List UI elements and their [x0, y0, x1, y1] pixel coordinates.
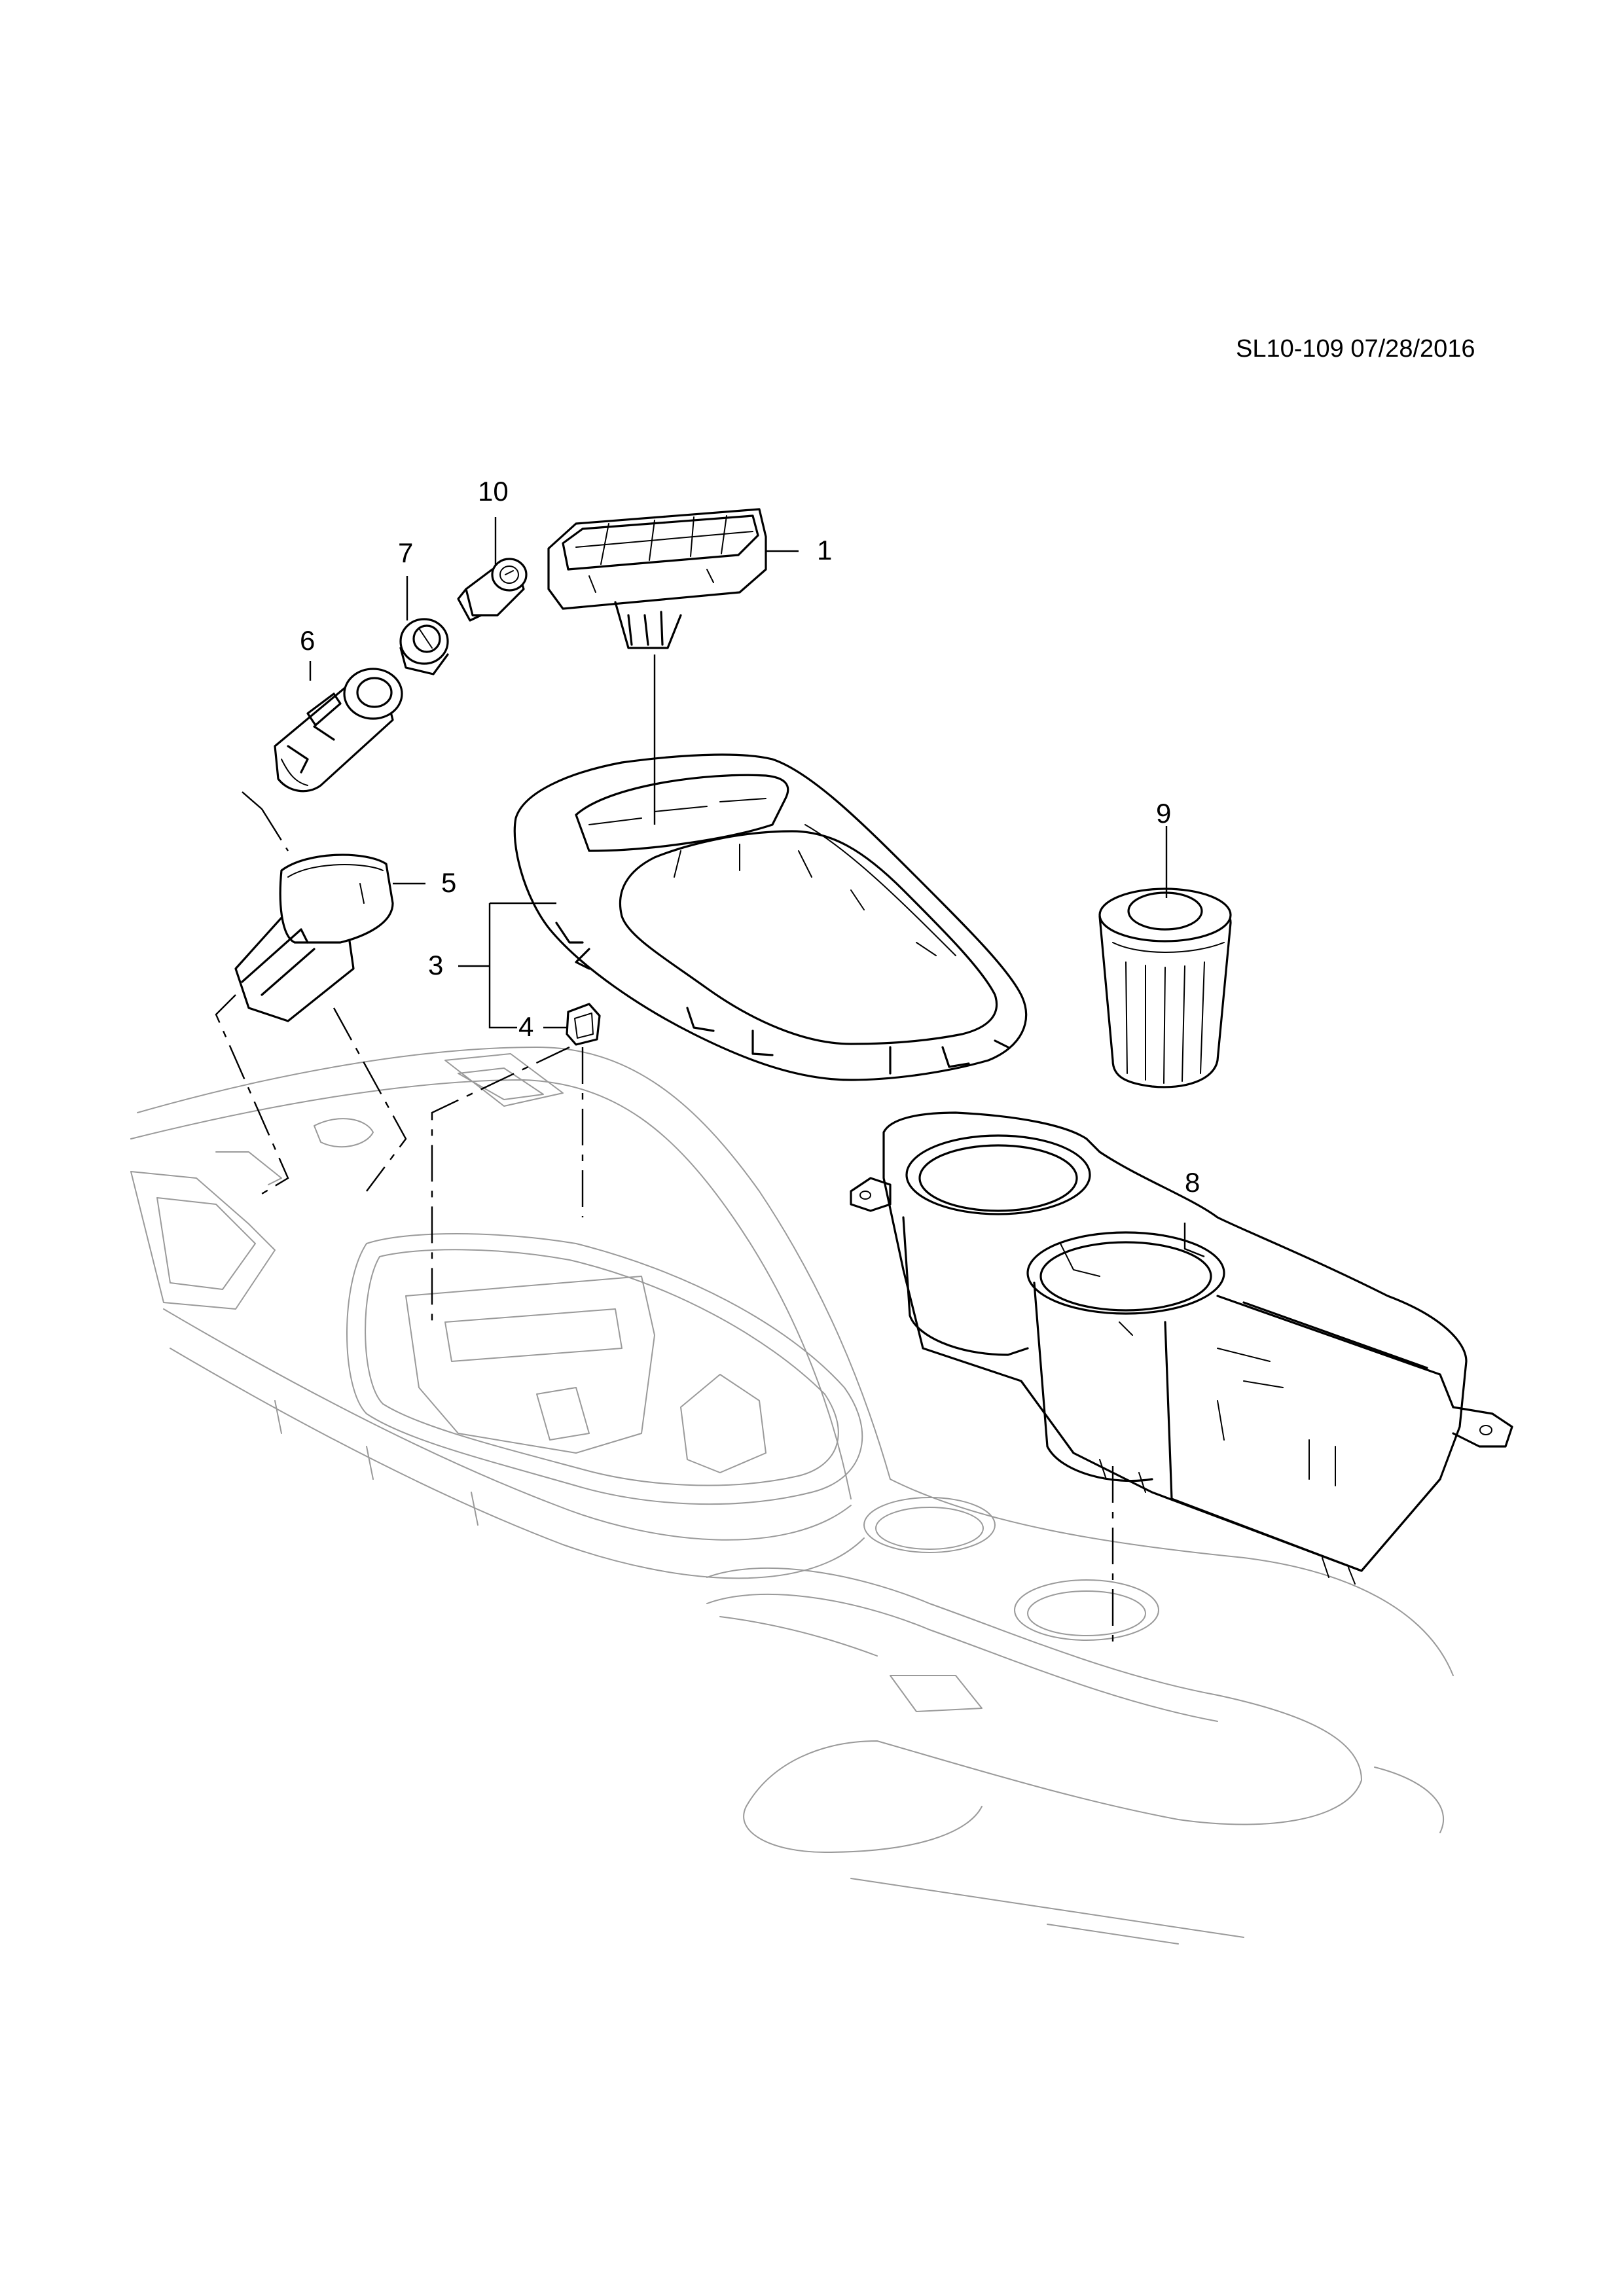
part-3-shifter-bezel [513, 753, 1028, 1081]
part-10-lighter-plug [457, 558, 528, 622]
part-7-retaining-ring [399, 618, 449, 675]
bracket-3 [458, 902, 556, 1029]
part-1-switch-assembly [547, 508, 767, 649]
callout-8: 8 [1185, 1167, 1200, 1198]
floor-console-outline [130, 1047, 1454, 1945]
leader-lines [215, 517, 1205, 1649]
callout-4: 4 [518, 1011, 534, 1042]
callout-3: 3 [428, 950, 444, 980]
callout-7: 7 [398, 537, 414, 568]
part-5-switch [234, 853, 394, 1022]
part-6-power-socket [274, 668, 403, 793]
dash-6-to-5 [242, 791, 289, 852]
part-9-ashtray [1098, 888, 1232, 1088]
dash-5-left [215, 994, 289, 1199]
dash-5-right [333, 1007, 407, 1192]
leader-8 [1183, 1223, 1205, 1258]
part-4-clip [566, 1003, 601, 1046]
callout-10: 10 [478, 476, 509, 507]
callout-1: 1 [817, 535, 833, 565]
callout-5: 5 [441, 867, 457, 898]
dash-3 [431, 1046, 570, 1322]
callout-6: 6 [300, 625, 316, 656]
part-8-cupholder [850, 1111, 1513, 1585]
callout-9: 9 [1156, 798, 1172, 829]
drawing-reference-code: SL10-109 07/28/2016 [1236, 335, 1475, 363]
